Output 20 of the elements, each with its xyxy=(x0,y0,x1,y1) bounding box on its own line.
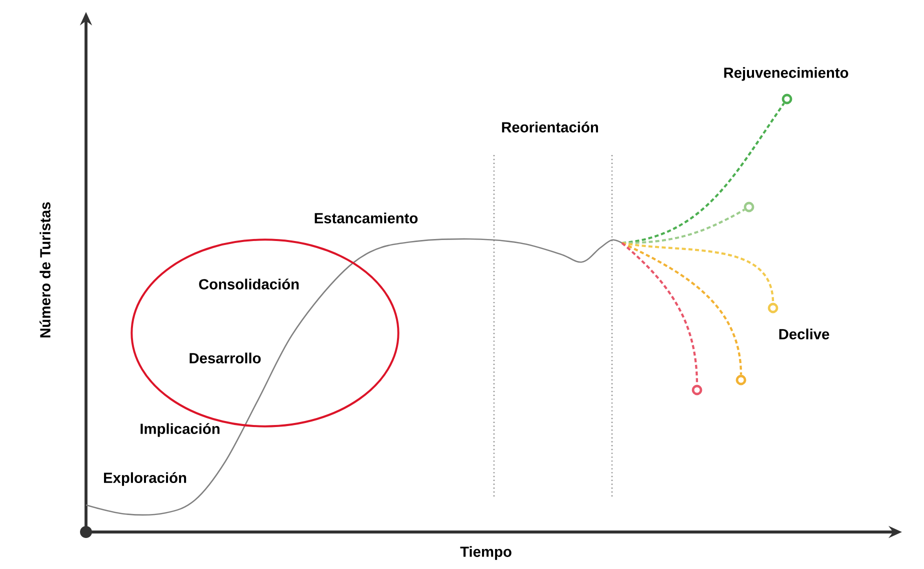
branch-line xyxy=(622,208,746,244)
end-circle xyxy=(744,202,754,212)
stage-label: Reorientación xyxy=(502,122,598,132)
branch-line xyxy=(621,242,698,385)
end-circle xyxy=(692,384,702,396)
end-circle xyxy=(736,374,746,386)
stage-label: Implicación xyxy=(140,423,220,437)
stage-label: Estancamiento xyxy=(314,212,418,224)
stage-label: Desarrollo xyxy=(190,352,261,364)
end-circle xyxy=(782,94,792,104)
stage-label: Rejuvenecimiento xyxy=(724,67,848,81)
branch-line xyxy=(622,242,774,303)
axis-label: Número de Turistas xyxy=(40,202,50,338)
end-circle xyxy=(768,302,778,314)
axis-label: Tiempo xyxy=(460,546,512,560)
branch-line xyxy=(622,102,785,244)
branch-line xyxy=(622,242,742,375)
stage-label: Exploración xyxy=(104,472,186,486)
stage-label: Consolidación xyxy=(199,278,299,290)
stage-label: Declive xyxy=(779,328,830,340)
